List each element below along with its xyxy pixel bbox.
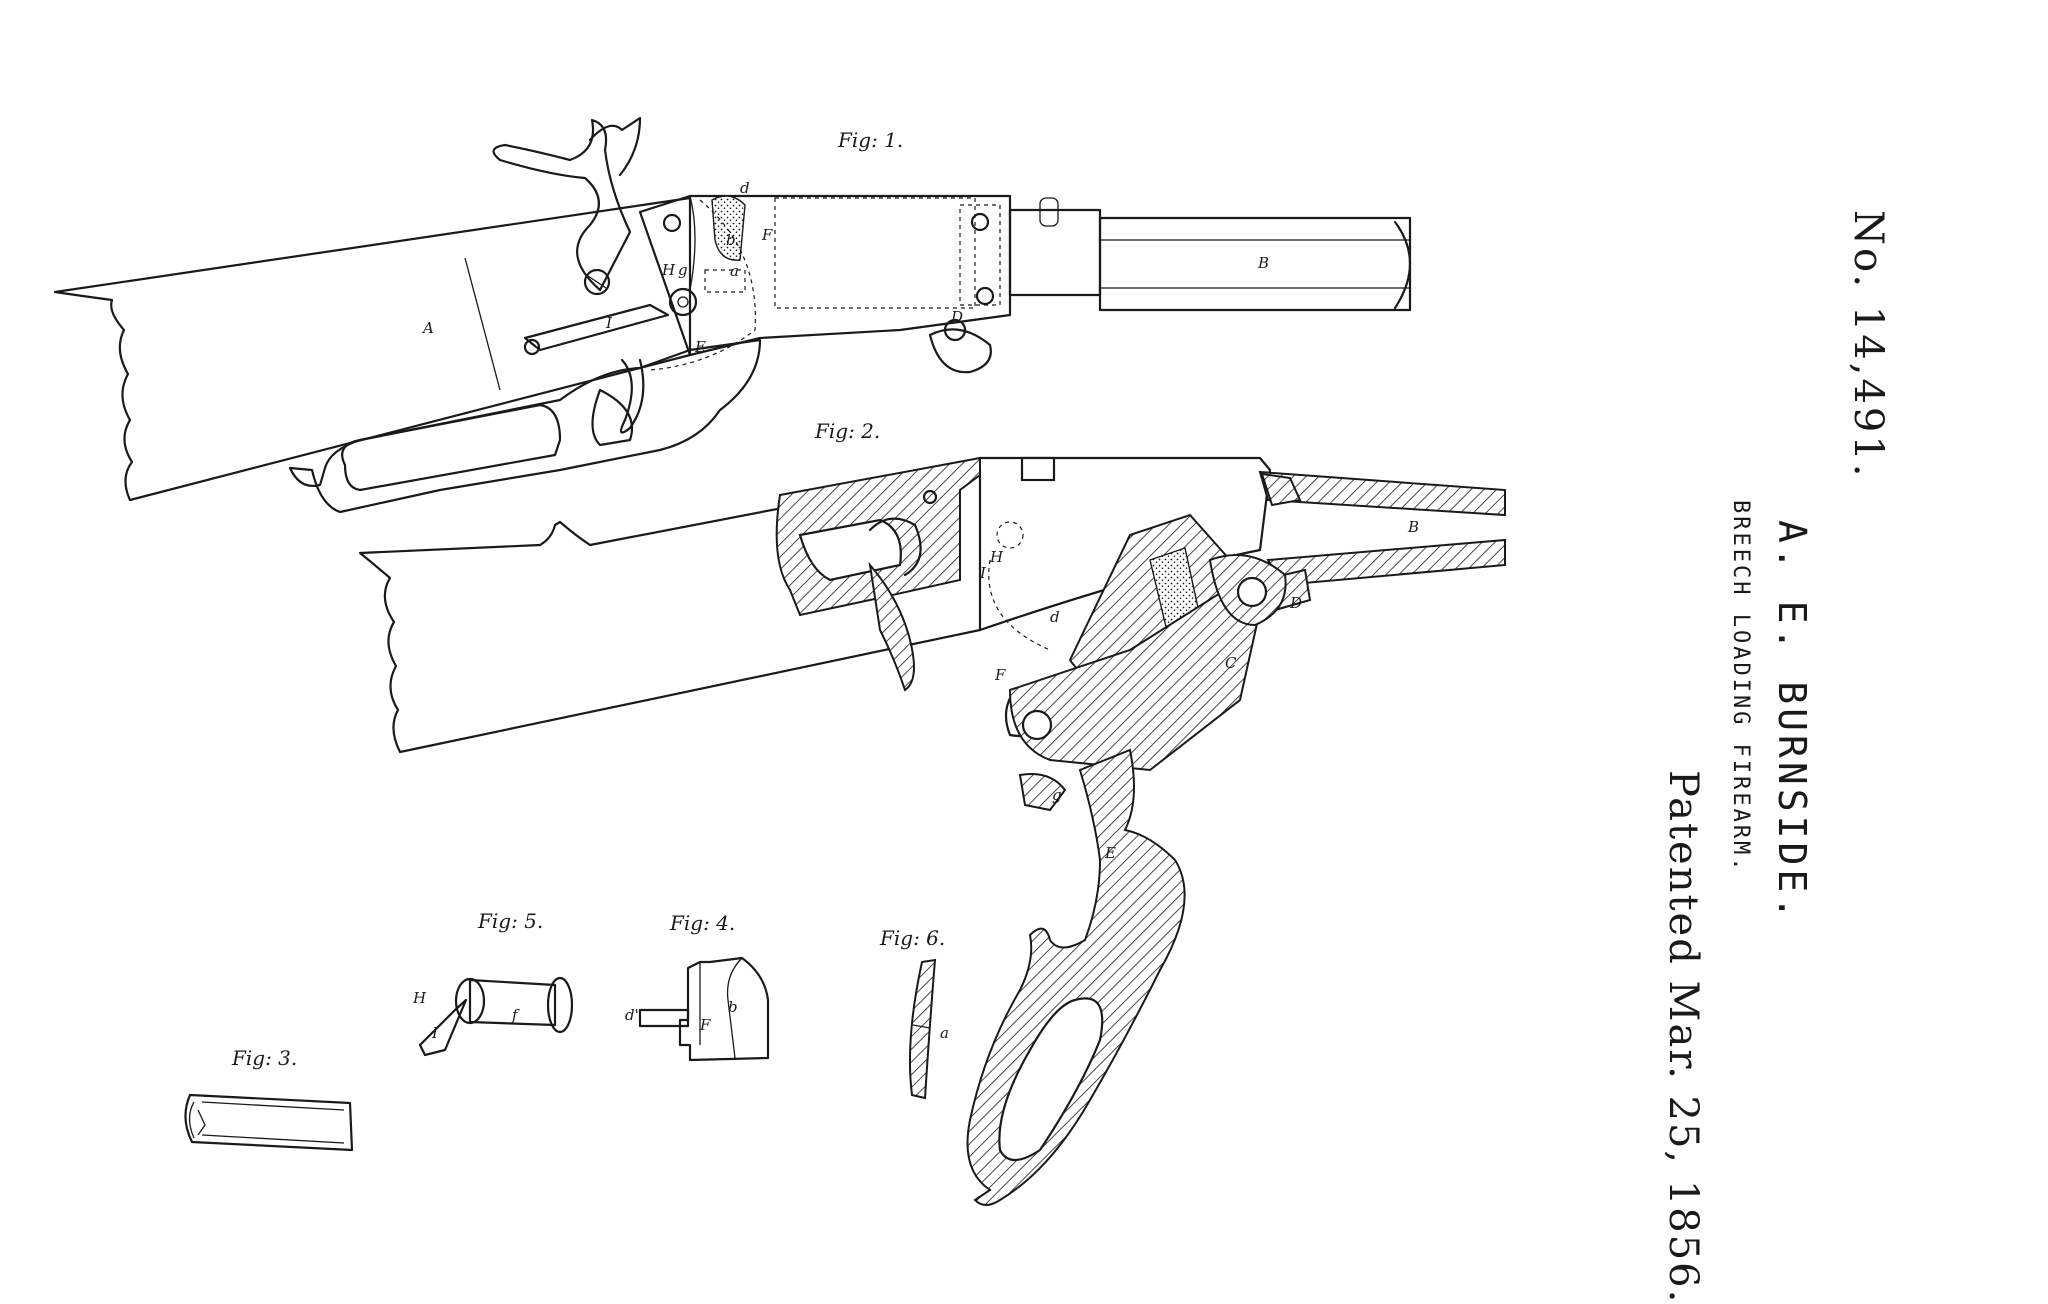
fig1-barrel <box>1010 210 1100 295</box>
fig1-stock <box>55 198 690 500</box>
part-label-fig2-labels-g: g <box>1052 786 1062 804</box>
part-label-fig2-labels-d: d <box>1050 608 1060 626</box>
fig1-pivot <box>670 289 696 315</box>
part-label-fig2-labels-d: D <box>1289 594 1302 612</box>
fig4-block <box>680 958 768 1060</box>
fig1-screw-2 <box>664 215 680 231</box>
part-label-fig2-labels-h: H <box>989 548 1004 566</box>
part-label-fig2-labels-c: C <box>1225 654 1237 672</box>
part-label-fig2-labels-f: F <box>994 666 1006 684</box>
part-label-fig5-labels-h: H <box>412 989 427 1007</box>
fig1-hammer <box>494 120 630 290</box>
part-label-fig2-labels-i: I <box>979 564 987 582</box>
part-label-fig1-labels-b: b <box>726 231 736 249</box>
part-label-fig1-labels-b: B <box>1257 254 1269 272</box>
part-label-fig2-labels-e: E <box>1104 844 1116 862</box>
part-label-fig5-labels-f: f <box>511 1006 520 1024</box>
fig4-title: Fig: 4. <box>669 911 735 935</box>
part-label-fig1-labels-e: E <box>694 338 706 356</box>
fig6-title: Fig: 6. <box>879 926 945 950</box>
fig2-title: Fig: 2. <box>814 419 880 443</box>
fig1-screw-4 <box>977 288 993 304</box>
fig1-title: Fig: 1. <box>837 128 903 152</box>
patent-number: No. 14,491. <box>1845 210 1891 479</box>
invention-title: BREECH LOADING FIREARM. <box>1728 500 1753 874</box>
fig5-title: Fig: 5. <box>477 909 543 933</box>
patent-title-block: No. 14,491. A. E. BURNSIDE. BREECH LOADI… <box>1660 190 1900 1190</box>
fig6-piece <box>910 960 935 1098</box>
figure-2: Fig: 2. B C D E F H I d g <box>360 419 1505 1205</box>
part-label-fig4-labels-d: d' <box>625 1006 639 1024</box>
fig1-receiver <box>640 196 1010 355</box>
fig1-lever <box>290 340 760 512</box>
inventor-name: A. E. BURNSIDE. <box>1770 520 1814 923</box>
figure-4: Fig: 4. F b d' <box>625 911 768 1060</box>
part-label-fig4-labels-f: F <box>699 1016 711 1034</box>
figure-3: Fig: 3. <box>185 1046 352 1150</box>
part-label-fig1-labels-h: H <box>661 261 676 279</box>
part-label-fig1-labels-d: d <box>740 179 750 197</box>
part-label-fig1-labels-a: A <box>421 319 434 337</box>
part-label-fig5-labels-i: I <box>431 1024 439 1042</box>
figure-5: Fig: 5. H I f <box>412 909 572 1055</box>
part-label-fig2-labels-b: B <box>1407 518 1419 536</box>
part-label-fig1-labels-a: a <box>730 262 739 280</box>
part-label-fig1-labels-f: F <box>761 226 773 244</box>
fig3-title: Fig: 3. <box>231 1046 297 1070</box>
part-label-fig4-labels-b: b <box>728 998 738 1016</box>
part-label-fig1-labels-g: g <box>678 261 688 279</box>
figure-6: Fig: 6. a <box>879 926 949 1098</box>
part-label-fig1-labels-i: I <box>605 314 613 332</box>
part-label-fig6-labels-a: a <box>940 1024 949 1042</box>
figure-1: Fig: 1. A B D E F H I a b d g <box>55 118 1410 512</box>
patent-date: Patented Mar. 25, 1856. <box>1660 770 1706 1304</box>
part-label-fig1-labels-d: D <box>950 308 963 326</box>
